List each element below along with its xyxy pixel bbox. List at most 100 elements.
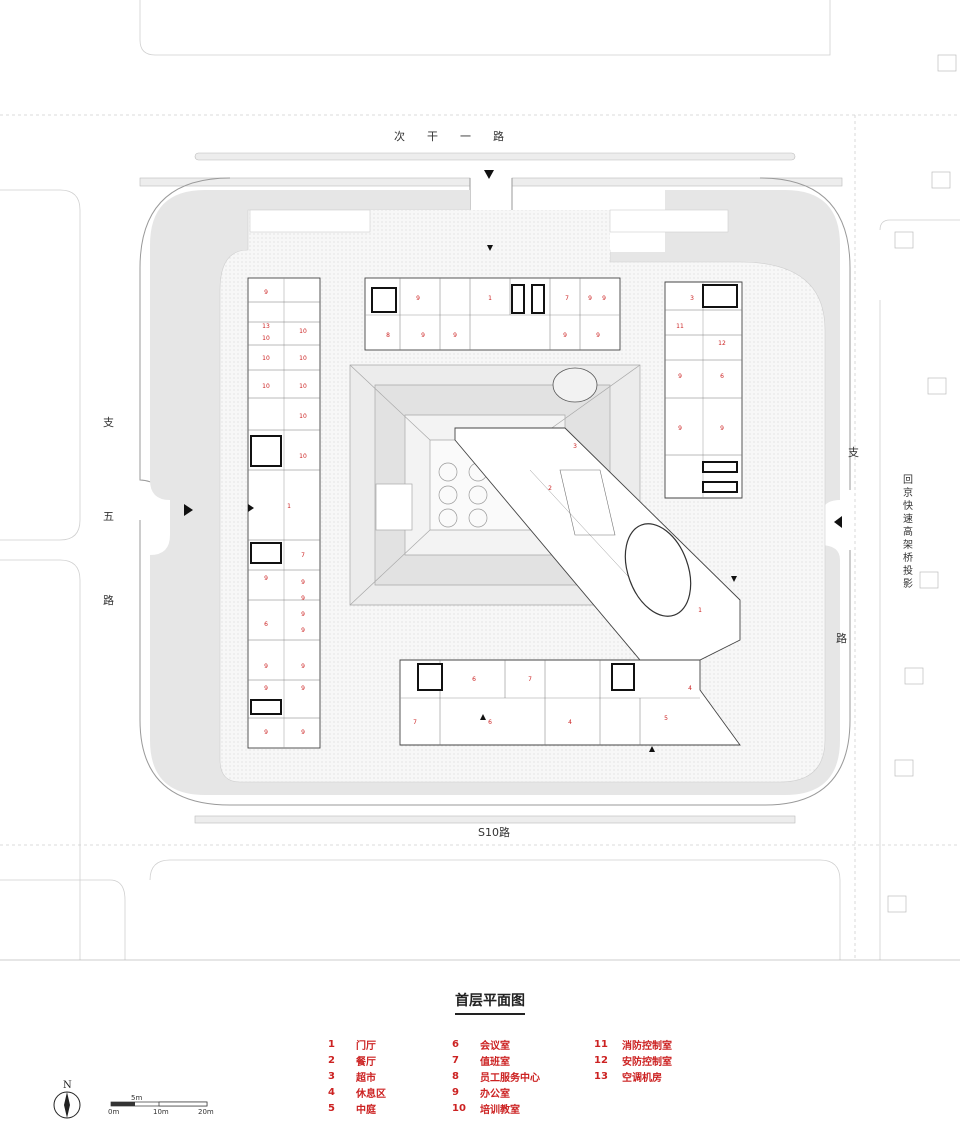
north-road-label: 次 干 一 路	[394, 130, 504, 143]
svg-text:5: 5	[664, 715, 668, 722]
svg-text:9: 9	[301, 663, 305, 670]
svg-text:9: 9	[416, 295, 420, 302]
svg-text:10: 10	[299, 453, 307, 460]
svg-text:10: 10	[299, 328, 307, 335]
east-road-label-top: 支	[848, 446, 859, 459]
north-wing-cores	[371, 284, 545, 314]
svg-text:9: 9	[264, 729, 268, 736]
svg-text:6: 6	[720, 373, 724, 380]
viaduct-label: 回京快速高架桥投影	[903, 475, 913, 590]
svg-text:10: 10	[299, 383, 307, 390]
svg-text:4: 4	[688, 685, 692, 692]
scale-bar-icon	[110, 1101, 208, 1107]
entry-arrows	[184, 170, 842, 752]
scale-top-label: 5m	[131, 1094, 143, 1102]
svg-text:3: 3	[690, 295, 694, 302]
svg-text:1: 1	[698, 607, 702, 614]
south-road-label: S10路	[478, 826, 510, 839]
svg-text:7: 7	[528, 676, 532, 683]
svg-text:6: 6	[488, 719, 492, 726]
scale-tick-20: 20m	[198, 1108, 214, 1116]
svg-text:9: 9	[678, 373, 682, 380]
svg-text:6: 6	[472, 676, 476, 683]
viaduct-piers	[887, 54, 957, 913]
svg-text:9: 9	[301, 579, 305, 586]
svg-text:10: 10	[299, 413, 307, 420]
drum	[624, 523, 692, 617]
svg-text:9: 9	[264, 575, 268, 582]
south-wing	[399, 659, 741, 746]
east-wing-cores	[702, 284, 738, 493]
svg-text:6: 6	[264, 621, 268, 628]
svg-text:10: 10	[262, 335, 270, 342]
title-block: 首层平面图	[440, 990, 540, 1015]
svg-text:10: 10	[262, 355, 270, 362]
svg-text:7: 7	[301, 552, 305, 559]
west-road-label-mid: 五	[103, 510, 114, 523]
east-wing-rooms	[665, 309, 742, 456]
svg-text:9: 9	[301, 685, 305, 692]
road-strips	[139, 152, 843, 824]
svg-text:9: 9	[678, 425, 682, 432]
svg-text:11: 11	[676, 323, 684, 330]
svg-text:2: 2	[548, 485, 552, 492]
scale-tick-10: 10m	[153, 1108, 169, 1116]
svg-text:1: 1	[488, 295, 492, 302]
north-wing	[364, 277, 621, 351]
svg-text:13: 13	[262, 323, 270, 330]
north-wing-rooms	[399, 278, 581, 350]
plan-title: 首层平面图	[455, 990, 525, 1015]
svg-text:9: 9	[453, 332, 457, 339]
svg-text:9: 9	[264, 289, 268, 296]
svg-text:9: 9	[264, 685, 268, 692]
svg-text:7: 7	[565, 295, 569, 302]
courtyard-circles	[438, 462, 488, 528]
west-road-label-top: 支	[103, 416, 114, 429]
svg-text:9: 9	[563, 332, 567, 339]
svg-text:9: 9	[264, 663, 268, 670]
north-entry	[370, 210, 610, 260]
compass-label: N	[63, 1080, 72, 1091]
svg-text:9: 9	[301, 729, 305, 736]
svg-text:3: 3	[573, 443, 577, 450]
svg-text:4: 4	[568, 719, 572, 726]
svg-text:9: 9	[301, 611, 305, 618]
scale-tick-0: 0m	[108, 1108, 120, 1116]
svg-text:9: 9	[720, 425, 724, 432]
east-road-label-bottom: 路	[836, 632, 847, 645]
context-blocks	[0, 0, 960, 961]
west-wing	[247, 277, 321, 749]
north-arrow-icon	[53, 1091, 81, 1119]
svg-text:9: 9	[301, 627, 305, 634]
south-wing-cores	[417, 663, 635, 691]
west-wing-cores	[250, 435, 282, 715]
svg-text:9: 9	[301, 595, 305, 602]
svg-text:9: 9	[602, 295, 606, 302]
west-wing-rooms	[248, 301, 320, 719]
svg-text:10: 10	[299, 355, 307, 362]
svg-text:9: 9	[596, 332, 600, 339]
svg-text:8: 8	[386, 332, 390, 339]
svg-text:7: 7	[413, 719, 417, 726]
svg-text:1: 1	[287, 503, 291, 510]
svg-text:12: 12	[718, 340, 726, 347]
svg-text:10: 10	[262, 383, 270, 390]
